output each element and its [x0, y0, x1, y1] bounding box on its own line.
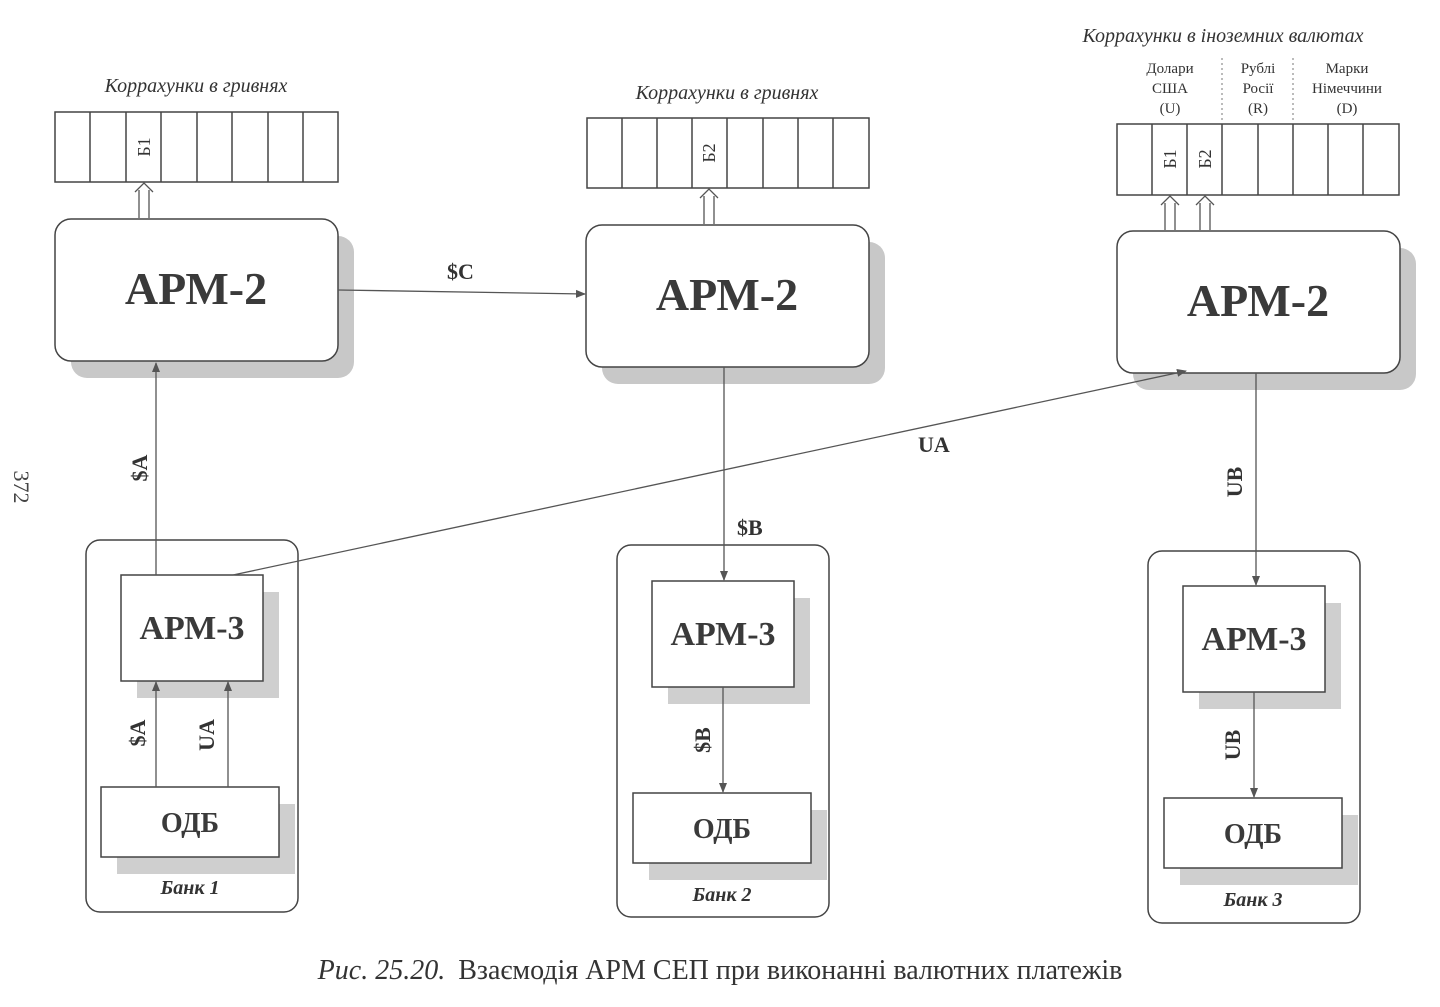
arm2-node-1: АРМ-2 [54, 218, 354, 378]
accounts-label-uah-2: Коррахунки в гривнях [635, 82, 819, 104]
edge-sc [337, 289, 586, 298]
bank-container-1 [85, 539, 299, 913]
currency-headers: Долари США (U) Рублі Росії (R) Марки Нім… [1146, 61, 1382, 117]
cell-b1-strip-3: Б1 [1160, 149, 1180, 168]
edge-label-sa-up: $A [127, 454, 152, 481]
account-strip-3 [1116, 123, 1400, 196]
usd-header-code: (U) [1160, 101, 1181, 117]
edge-label-sb-down: $B [737, 515, 763, 540]
usd-header-line1: Долари [1146, 61, 1193, 77]
usd-header-line2: США [1152, 81, 1188, 97]
arm3-label-3: АРМ-3 [1201, 621, 1306, 658]
odb-label-2: ОДБ [693, 814, 751, 845]
edge-label-sa-inner: $A [125, 719, 150, 746]
double-arrow-strip-3-b [1195, 195, 1215, 230]
bank-label-1: Банк 1 [160, 877, 220, 899]
cell-b2-strip-2: Б2 [699, 143, 719, 162]
arm3-node-3: АРМ-3 [1182, 585, 1341, 709]
edge-label-sb-inner: $B [690, 727, 715, 753]
cell-b1-strip-1: Б1 [134, 137, 154, 156]
cell-b2-strip-3: Б2 [1195, 149, 1215, 168]
bank-container-3 [1147, 550, 1361, 924]
bank-container-2 [616, 544, 830, 918]
rub-header-line1: Рублі [1241, 61, 1276, 77]
arm2-label-1: АРМ-2 [125, 263, 267, 314]
arm2-node-2: АРМ-2 [585, 224, 885, 384]
dem-header-line2: Німеччини [1312, 81, 1382, 97]
bank-label-2: Банк 2 [692, 884, 752, 906]
rub-header-code: (R) [1248, 101, 1268, 117]
odb-node-2: ОДБ [632, 792, 827, 880]
arm3-label-1: АРМ-3 [139, 610, 244, 647]
edge-label-ub-down: UB [1222, 466, 1247, 497]
double-arrow-strip-3-a [1160, 195, 1180, 230]
accounts-label-uah-1: Коррахунки в гривнях [104, 75, 288, 97]
caption-text: Взаємодія АРМ СЕП при виконанні валютних… [458, 955, 1122, 986]
odb-node-3: ОДБ [1163, 797, 1358, 885]
edge-label-sc: $C [447, 259, 474, 284]
odb-node-1: ОДБ [100, 786, 295, 874]
bank-label-3: Банк 3 [1223, 889, 1283, 911]
odb-label-3: ОДБ [1224, 819, 1282, 850]
accounts-label-fx: Коррахунки в іноземних валютах [1081, 25, 1363, 47]
edge-label-ua-inner: UA [194, 719, 219, 751]
page-number: 372 [9, 471, 34, 504]
dem-header-code: (D) [1337, 101, 1358, 117]
arm3-node-1: АРМ-3 [120, 574, 279, 698]
arm3-node-2: АРМ-3 [651, 580, 810, 704]
account-strip-1 [54, 111, 339, 183]
double-arrow-strip-1 [134, 182, 154, 218]
arm2-label-3: АРМ-2 [1187, 275, 1329, 326]
arm2-node-3: АРМ-2 [1116, 230, 1416, 390]
arm3-label-2: АРМ-3 [670, 616, 775, 653]
rub-header-line2: Росії [1243, 81, 1275, 97]
arm2-label-2: АРМ-2 [656, 269, 798, 320]
caption-prefix: Рис. 25.20. [317, 955, 446, 986]
account-strip-2 [586, 117, 870, 189]
edge-label-ub-inner: UB [1220, 729, 1245, 760]
double-arrow-strip-2 [699, 188, 719, 224]
edge-ua-diag [232, 368, 1187, 576]
edge-label-ua-diag: UA [918, 432, 950, 457]
figure-caption: Рис. 25.20. Взаємодія АРМ СЕП при викона… [317, 955, 1123, 986]
dem-header-line1: Марки [1326, 61, 1369, 77]
odb-label-1: ОДБ [161, 808, 219, 839]
currency-separators [1221, 58, 1294, 120]
